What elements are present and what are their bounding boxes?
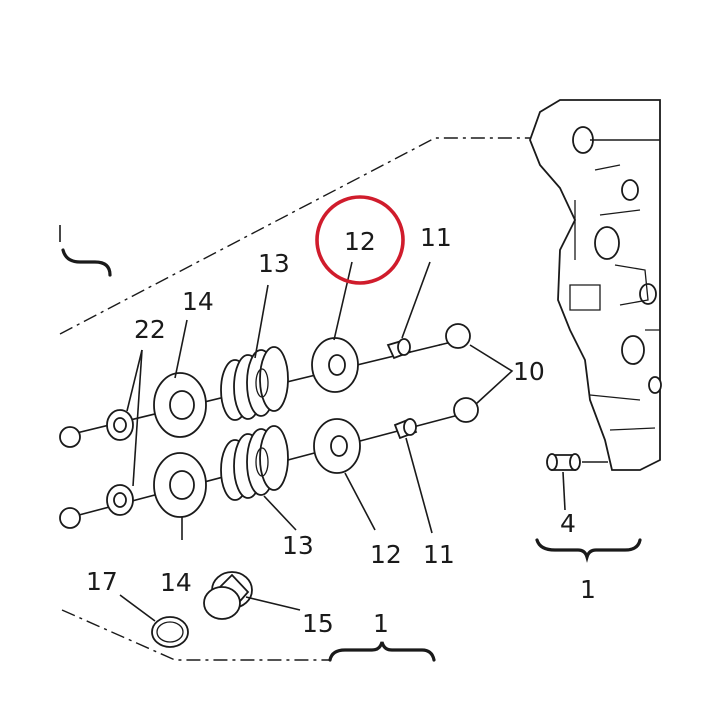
label-17: 17 [86, 567, 118, 596]
label-11-top: 11 [420, 223, 452, 252]
label-13-top: 13 [258, 249, 290, 278]
label-14-bottom: 14 [160, 568, 192, 597]
label-11-bottom: 11 [423, 540, 455, 569]
cylinder-head-casting [529, 99, 662, 471]
label-15: 15 [302, 609, 334, 638]
label-4: 4 [560, 509, 576, 538]
label-13-bottom: 13 [282, 531, 314, 560]
lower-valve-assembly [59, 397, 479, 529]
label-1-bottom: 1 [373, 609, 389, 638]
spring-upper [220, 346, 289, 421]
plug-and-oring [151, 571, 253, 648]
highlight-circle [315, 195, 405, 285]
label-14-top: 14 [182, 287, 214, 316]
label-10: 10 [513, 357, 545, 386]
spring-lower [220, 425, 289, 501]
dowel-pin [546, 453, 608, 471]
leader-lines [119, 261, 566, 622]
label-12-bottom: 12 [370, 540, 402, 569]
upper-valve-assembly [59, 323, 471, 448]
label-22: 22 [134, 315, 166, 344]
part-labels: 12 11 13 14 22 10 13 12 11 14 17 15 1 4 … [86, 223, 596, 638]
braces [59, 225, 642, 662]
label-1-right: 1 [580, 575, 596, 604]
label-12-top: 12 [344, 227, 376, 256]
